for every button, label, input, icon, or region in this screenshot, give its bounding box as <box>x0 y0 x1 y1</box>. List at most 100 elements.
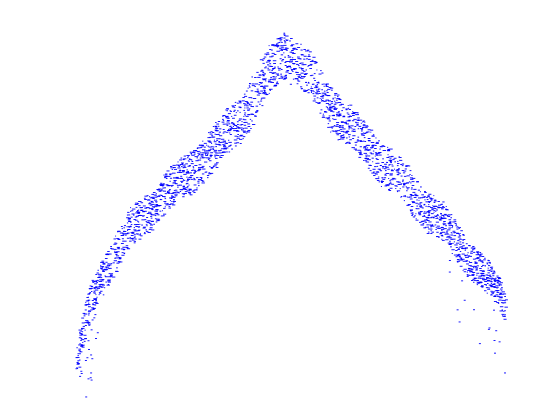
scatter-point <box>348 109 351 110</box>
scatter-point <box>292 53 296 54</box>
scatter-point <box>130 224 133 225</box>
scatter-point <box>330 131 332 133</box>
scatter-point <box>458 246 462 248</box>
scatter-point <box>207 154 209 155</box>
scatter-point <box>219 128 222 130</box>
scatter-point <box>319 97 321 99</box>
scatter-point <box>425 196 428 198</box>
scatter-point <box>497 286 499 288</box>
scatter-point <box>245 114 247 116</box>
scatter-point <box>281 41 283 43</box>
scatter-point <box>301 68 303 70</box>
scatter-point <box>233 130 237 132</box>
scatter-point <box>314 85 317 87</box>
scatter-point <box>182 179 186 181</box>
scatter-point <box>359 146 362 148</box>
scatter-point <box>207 159 210 160</box>
scatter-point <box>117 230 121 232</box>
scatter-point <box>214 154 218 156</box>
scatter-point <box>330 102 334 104</box>
scatter-point <box>426 211 428 213</box>
scatter-point <box>235 128 237 129</box>
scatter-point <box>359 153 361 155</box>
scatter-point <box>77 363 79 365</box>
scatter-point <box>214 126 218 128</box>
scatter-point <box>396 165 399 167</box>
scatter-point <box>90 310 92 312</box>
scatter-point <box>451 227 453 229</box>
scatter-point <box>86 357 89 359</box>
scatter-point <box>365 154 368 156</box>
scatter-point <box>357 136 360 138</box>
scatter-point <box>194 170 197 172</box>
scatter-point <box>467 270 471 271</box>
scatter-point <box>190 163 194 165</box>
scatter-point <box>331 115 335 117</box>
scatter-point <box>325 84 328 86</box>
scatter-point <box>201 154 204 155</box>
scatter-point <box>185 183 188 185</box>
scatter-point <box>164 177 167 179</box>
scatter-point <box>425 201 429 203</box>
scatter-point <box>273 63 276 64</box>
scatter-point <box>190 178 193 180</box>
scatter-point <box>139 233 141 235</box>
scatter-point <box>487 267 489 269</box>
scatter-point <box>446 236 449 238</box>
scatter-point <box>84 322 88 324</box>
scatter-point <box>251 76 253 78</box>
scatter-point <box>345 123 349 125</box>
scatter-point <box>202 156 204 158</box>
scatter-point <box>472 278 475 280</box>
scatter-point <box>128 229 131 230</box>
scatter-point <box>372 161 374 163</box>
scatter-point <box>298 67 301 69</box>
scatter-point <box>217 121 221 122</box>
scatter-point <box>389 174 393 176</box>
scatter-point <box>254 91 258 93</box>
scatter-point <box>310 63 313 65</box>
scatter-point <box>395 169 399 171</box>
scatter-point <box>224 142 228 144</box>
scatter-point <box>263 92 267 94</box>
scatter-point <box>307 65 309 67</box>
scatter-point <box>198 167 202 169</box>
scatter-point <box>280 45 284 47</box>
scatter-point <box>160 215 164 217</box>
scatter-point <box>448 222 452 224</box>
scatter-point <box>338 125 342 126</box>
scatter-point <box>205 155 209 156</box>
scatter-point <box>430 225 432 227</box>
scatter-point <box>406 187 410 189</box>
scatter-point <box>147 220 151 222</box>
scatter-point <box>133 229 137 231</box>
scatter-point <box>388 178 390 179</box>
scatter-point <box>197 182 200 184</box>
scatter-point <box>309 68 312 69</box>
scatter-point <box>300 67 302 69</box>
scatter-point <box>398 156 400 158</box>
scatter-point <box>368 164 371 166</box>
scatter-point <box>286 70 290 71</box>
scatter-point <box>473 251 476 253</box>
scatter-point <box>499 288 503 290</box>
scatter-point <box>108 253 112 255</box>
scatter-point <box>318 73 322 75</box>
scatter-point <box>85 320 88 322</box>
scatter-point <box>440 232 443 234</box>
scatter-point <box>383 177 387 179</box>
scatter-point <box>88 293 91 294</box>
scatter-point <box>466 263 469 265</box>
scatter-point <box>474 261 477 263</box>
scatter-point <box>201 145 205 147</box>
scatter-point <box>101 260 105 262</box>
scatter-point <box>217 155 220 156</box>
scatter-point <box>311 83 314 85</box>
scatter-point <box>263 56 267 58</box>
scatter-point <box>287 66 289 68</box>
scatter-point <box>188 172 190 174</box>
scatter-point <box>455 250 458 251</box>
scatter-point <box>362 121 364 123</box>
scatter-point <box>150 220 154 222</box>
scatter-point <box>483 279 486 280</box>
